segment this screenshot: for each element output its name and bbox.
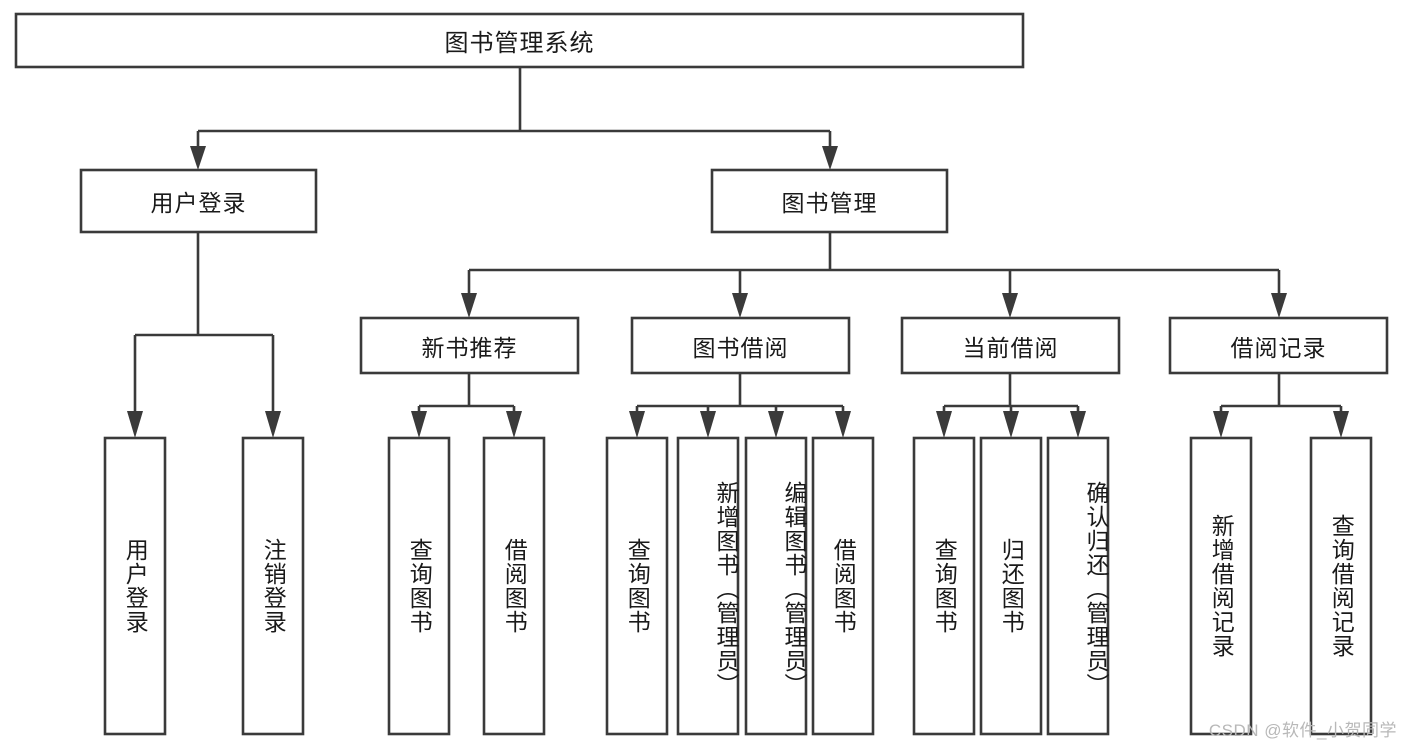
node-box-root[interactable]: [14, 12, 1025, 69]
connector-layer: [127, 67, 1349, 438]
arrow-newbook-leaf-1: [411, 411, 427, 438]
leaf-box-0[interactable]: [103, 436, 167, 736]
arrow-root-to-book-mgmt: [822, 146, 838, 170]
leaf-box-8[interactable]: [912, 436, 976, 736]
arrow-borrow-leaf-1: [629, 411, 645, 438]
leaf-box-3[interactable]: [482, 436, 546, 736]
leaf-box-10[interactable]: [1046, 436, 1110, 736]
leaf-box-11[interactable]: [1189, 436, 1253, 736]
arrow-current-leaf-3: [1070, 411, 1086, 438]
node-box-user-login[interactable]: [79, 168, 318, 234]
leaf-box-4[interactable]: [605, 436, 669, 736]
node-box-current-borrow[interactable]: [900, 316, 1121, 375]
node-box-borrow-records[interactable]: [1168, 316, 1389, 375]
leaf-box-2[interactable]: [387, 436, 451, 736]
leaf-box-6[interactable]: [744, 436, 808, 736]
arrow-bookmgmt-to-borrow: [732, 293, 748, 318]
box-layer: [14, 12, 1389, 736]
arrow-bookmgmt-to-current: [1002, 293, 1018, 318]
leaf-box-5[interactable]: [676, 436, 740, 736]
leaf-box-12[interactable]: [1309, 436, 1373, 736]
arrow-borrow-leaf-4: [835, 411, 851, 438]
leaf-box-1[interactable]: [241, 436, 305, 736]
arrow-current-leaf-1: [936, 411, 952, 438]
arrow-records-leaf-2: [1333, 411, 1349, 438]
arrow-userlogin-leaf-1: [127, 411, 143, 438]
arrow-bookmgmt-to-records: [1271, 293, 1287, 318]
arrow-borrow-leaf-2: [700, 411, 716, 438]
arrow-borrow-leaf-3: [768, 411, 784, 438]
leaf-box-7[interactable]: [811, 436, 875, 736]
node-box-book-management[interactable]: [710, 168, 949, 234]
arrow-current-leaf-2: [1003, 411, 1019, 438]
node-box-new-book-recommend[interactable]: [359, 316, 580, 375]
arrow-bookmgmt-to-newbook: [461, 293, 477, 318]
arrow-records-leaf-1: [1213, 411, 1229, 438]
arrow-newbook-leaf-2: [506, 411, 522, 438]
node-box-book-borrow[interactable]: [630, 316, 851, 375]
arrow-root-to-user-login: [190, 146, 206, 170]
leaf-box-9[interactable]: [979, 436, 1043, 736]
arrow-userlogin-leaf-2: [265, 411, 281, 438]
